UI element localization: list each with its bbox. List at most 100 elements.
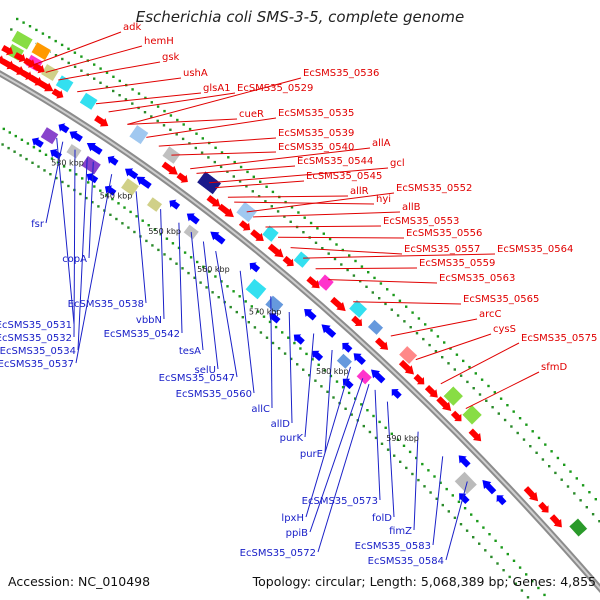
gene-label-selu[interactable]: selU	[195, 365, 216, 376]
gene-label-ppib[interactable]: ppiB	[286, 528, 308, 539]
gene-label-ecsms35-0552[interactable]: EcSMS35_0552	[396, 183, 472, 194]
gc-dot	[354, 259, 357, 263]
gene-label-adk[interactable]: adk	[123, 22, 141, 33]
gc-dot	[494, 539, 497, 542]
label-leader-ecsms35-0538	[135, 191, 147, 304]
gene-label-ecsms35-0557[interactable]: EcSMS35_0557	[404, 244, 480, 255]
gc-dot	[259, 180, 262, 183]
gc-dot	[402, 444, 406, 447]
gene-label-cyss[interactable]: cysS	[493, 324, 516, 335]
gc-dot	[328, 237, 332, 241]
gene-label-ecsms35-0559[interactable]: EcSMS35_0559	[419, 258, 495, 269]
label-leader-ecsms35-0545	[215, 180, 305, 189]
gene-label-hemh[interactable]: hemH	[144, 36, 174, 47]
gene-label-ecsms35-0535[interactable]: EcSMS35_0535	[278, 108, 354, 119]
label-leader-allr	[227, 195, 349, 198]
gene-label-allb[interactable]: allB	[402, 202, 421, 213]
gene-label-glsa1[interactable]: glsA1	[203, 83, 231, 94]
gene-label-ecsms35-0538[interactable]: EcSMS35_0538	[68, 299, 144, 310]
gene-label-ecsms35-0536[interactable]: EcSMS35_0536	[303, 68, 379, 79]
feature-block	[348, 299, 368, 319]
gc-dot	[112, 75, 115, 78]
label-leader-fold	[386, 401, 395, 518]
gc-dot	[436, 335, 440, 338]
gc-dot	[93, 185, 96, 188]
gc-dot	[129, 210, 132, 214]
gene-label-ecsms35-0553[interactable]: EcSMS35_0553	[383, 216, 459, 227]
forward-cds-arrow	[32, 63, 45, 74]
gene-label-ecsms35-0534[interactable]: EcSMS35_0534	[0, 346, 76, 357]
gene-label-alld[interactable]: allD	[271, 419, 291, 430]
gc-dot	[441, 503, 444, 507]
gene-label-ecsms35-0575[interactable]: EcSMS35_0575	[521, 333, 597, 344]
gene-label-fsr[interactable]: fsr	[31, 219, 45, 230]
gene-label-arcc[interactable]: arcC	[479, 309, 502, 320]
gene-label-ecsms35-0547[interactable]: EcSMS35_0547	[159, 373, 235, 384]
gc-dot	[541, 458, 545, 461]
gc-dot	[162, 124, 166, 127]
gc-dot	[143, 111, 147, 114]
gc-dot	[423, 485, 426, 488]
gene-label-ecsms35-0545[interactable]: EcSMS35_0545	[306, 171, 382, 182]
reverse-cds-arrow	[107, 155, 119, 166]
gc-dot	[284, 200, 287, 204]
gc-dot	[585, 506, 588, 509]
gene-label-sfmd[interactable]: sfmD	[541, 362, 567, 373]
gene-label-ecsms35-0532[interactable]: EcSMS35_0532	[0, 333, 72, 344]
gc-dot	[43, 169, 46, 172]
gc-dot	[554, 471, 557, 475]
gc-dot	[308, 374, 311, 377]
gene-label-vbbn[interactable]: vbbN	[136, 315, 162, 326]
gene-label-cuer[interactable]: cueR	[239, 109, 264, 120]
gene-label-ecsms35-0572[interactable]: EcSMS35_0572	[240, 548, 316, 559]
gene-label-ecsms35-0556[interactable]: EcSMS35_0556	[406, 228, 482, 239]
reverse-cds-arrow	[104, 185, 117, 196]
gc-dot	[290, 357, 293, 361]
gene-label-ecsms35-0573[interactable]: EcSMS35_0573	[302, 496, 378, 507]
gene-label-ecsms35-0529[interactable]: EcSMS35_0529	[237, 83, 313, 94]
gene-label-lpxh[interactable]: lpxH	[281, 513, 304, 524]
gene-label-tesa[interactable]: tesA	[179, 346, 201, 357]
gene-label-ecsms35-0560[interactable]: EcSMS35_0560	[176, 389, 252, 400]
gene-label-ecsms35-0539[interactable]: EcSMS35_0539	[278, 128, 354, 139]
gene-label-usha[interactable]: ushA	[183, 68, 208, 79]
reverse-cds-arrow	[269, 313, 281, 324]
gene-label-ecsms35-0537[interactable]: EcSMS35_0537	[0, 359, 74, 370]
gene-label-ecsms35-0544[interactable]: EcSMS35_0544	[297, 156, 373, 167]
gene-label-ecsms35-0564[interactable]: EcSMS35_0564	[497, 244, 573, 255]
label-leader-usha	[77, 77, 182, 93]
gene-label-allc[interactable]: allC	[251, 404, 270, 415]
gc-dot	[156, 119, 159, 123]
gene-label-fold[interactable]: folD	[372, 513, 392, 524]
gene-label-pure[interactable]: purE	[300, 449, 323, 460]
gene-label-ecsms35-0540[interactable]: EcSMS35_0540	[278, 142, 354, 153]
label-leader-hemh	[45, 45, 143, 73]
gene-label-alla[interactable]: allA	[372, 138, 391, 149]
gene-label-ecsms35-0563[interactable]: EcSMS35_0563	[439, 273, 515, 284]
gene-label-gsk[interactable]: gsk	[162, 52, 180, 63]
feature-block	[183, 224, 200, 241]
gc-dot	[238, 295, 241, 298]
gc-dot	[150, 115, 153, 118]
gene-label-copa[interactable]: copA	[62, 254, 87, 265]
gene-label-ecsms35-0584[interactable]: EcSMS35_0584	[368, 556, 444, 567]
gene-label-gcl[interactable]: gcl	[390, 158, 405, 169]
reverse-cds-arrow	[321, 324, 337, 338]
gc-dot	[326, 390, 329, 393]
gc-dot	[133, 230, 136, 234]
gc-dot	[61, 180, 64, 184]
gc-dot	[31, 161, 34, 164]
gene-label-allr[interactable]: allR	[350, 186, 369, 197]
gene-label-ecsms35-0542[interactable]: EcSMS35_0542	[104, 329, 180, 340]
gc-dot	[579, 499, 582, 502]
gene-label-hyi[interactable]: hyi	[376, 194, 391, 205]
gene-label-ecsms35-0583[interactable]: EcSMS35_0583	[355, 541, 431, 552]
gc-dot	[235, 310, 238, 314]
gc-dot	[455, 353, 459, 356]
gene-label-purk[interactable]: purK	[280, 433, 304, 444]
gc-dot	[54, 54, 58, 57]
gene-label-ecsms35-0565[interactable]: EcSMS35_0565	[463, 294, 539, 305]
gene-label-ecsms35-0531[interactable]: EcSMS35_0531	[0, 320, 72, 331]
gene-label-fimz[interactable]: fimZ	[389, 526, 412, 537]
gc-dot	[118, 79, 121, 83]
